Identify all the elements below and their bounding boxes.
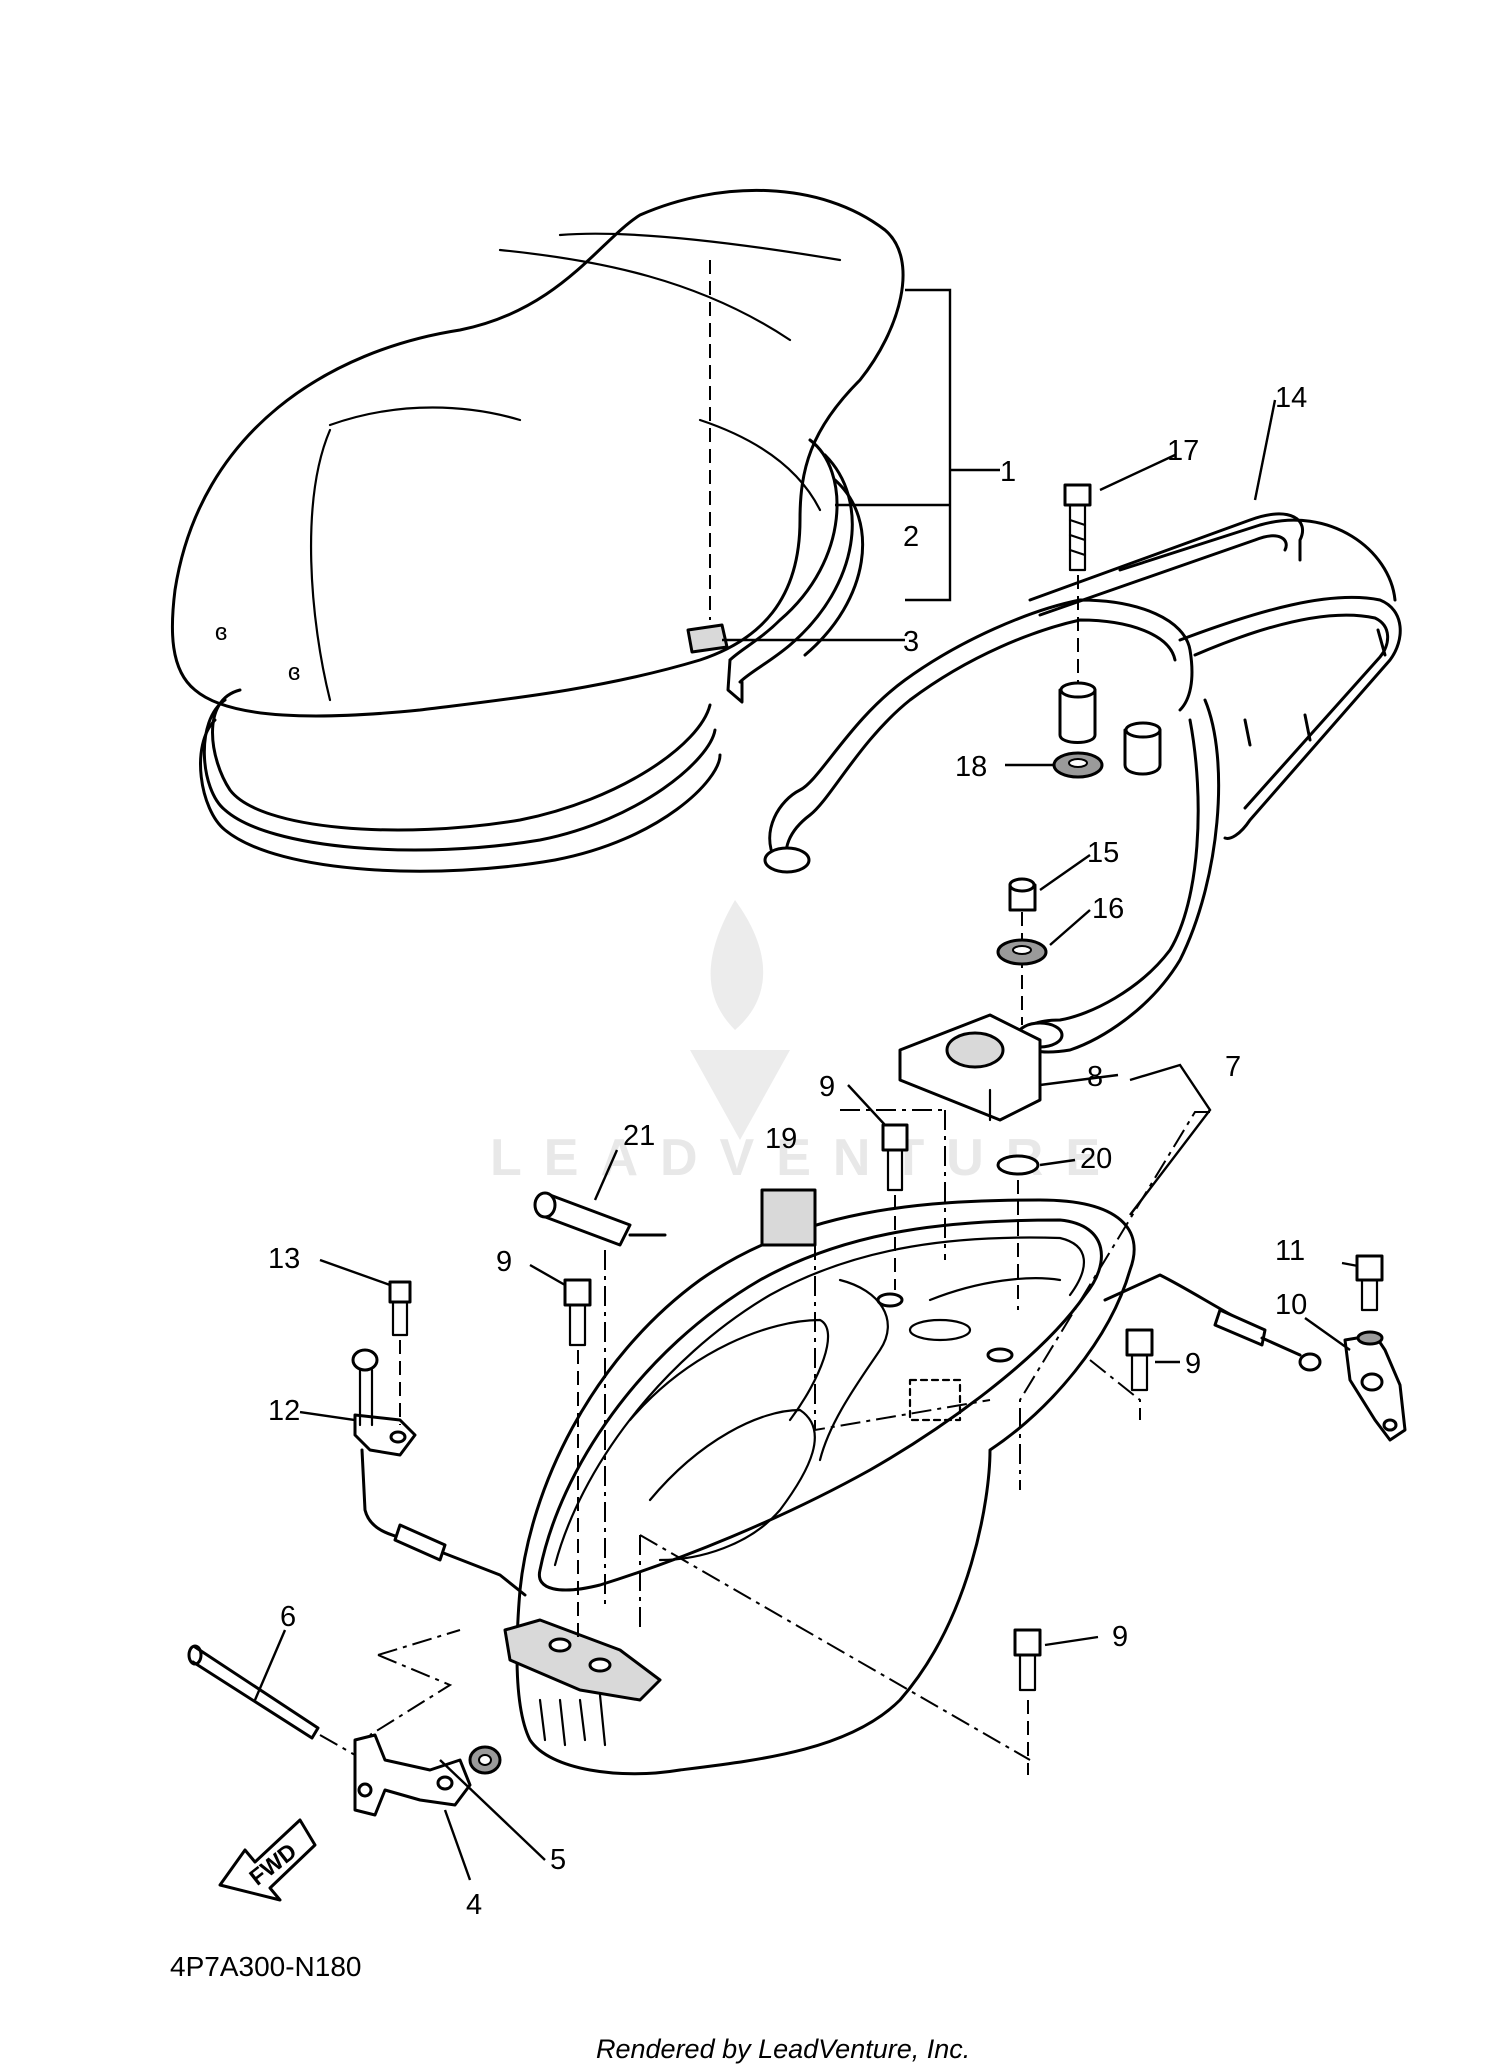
svg-text:ɞ: ɞ <box>215 619 227 646</box>
callout-6: 6 <box>280 1601 296 1633</box>
callout-10: 10 <box>1275 1289 1307 1321</box>
rear-carrier <box>763 512 1402 1054</box>
fwd-arrow: FWD <box>218 1818 317 1902</box>
part-6-pin <box>187 1644 320 1740</box>
callout-9-left: 9 <box>496 1246 512 1278</box>
callout-9-bottom: 9 <box>1112 1621 1128 1653</box>
part-8-cover <box>898 1013 1042 1122</box>
callout-4: 4 <box>466 1889 482 1921</box>
part-19-label <box>760 1188 817 1247</box>
callout-16: 16 <box>1092 893 1124 925</box>
callout-9-right: 9 <box>1185 1348 1201 1380</box>
callout-15: 15 <box>1087 837 1119 869</box>
callout-21: 21 <box>623 1120 655 1152</box>
leadventure-watermark: LEADVENTURE <box>490 900 1122 1187</box>
part-15-bolt <box>1008 877 1037 912</box>
leader-lines <box>253 288 1359 1881</box>
part-10-bracket <box>1343 1333 1407 1442</box>
svg-text:ɞ: ɞ <box>288 659 300 686</box>
watermark-text: LEADVENTURE <box>490 1129 1122 1187</box>
part-3-pad <box>686 623 729 654</box>
part-21-tool <box>533 1191 667 1247</box>
part-17-bolt <box>1063 483 1092 572</box>
part-9-bolt-left <box>563 1278 592 1347</box>
callout-9-top: 9 <box>819 1071 835 1103</box>
part-4-bracket <box>353 1733 472 1817</box>
callout-1: 1 <box>1000 456 1016 488</box>
render-credit: Rendered by LeadVenture, Inc. <box>596 2034 970 2064</box>
callout-19: 19 <box>765 1123 797 1155</box>
callout-13: 13 <box>268 1243 300 1275</box>
callout-2: 2 <box>903 521 919 553</box>
callout-18: 18 <box>955 751 987 783</box>
part-12-seat-lock <box>351 1348 527 1597</box>
callout-labels: 1 2 3 4 5 6 7 8 9 9 9 9 10 11 12 13 14 1… <box>268 382 1307 1921</box>
part-13-bolt <box>388 1280 412 1337</box>
part-9-bolt-bottom <box>1013 1628 1042 1692</box>
callout-5: 5 <box>550 1844 566 1876</box>
storage-box <box>503 1198 1136 1776</box>
callout-3: 3 <box>903 626 919 658</box>
callout-7: 7 <box>1225 1051 1241 1083</box>
part-9-bolt-right <box>1125 1328 1154 1392</box>
seat: ɞ ɞ <box>170 188 905 873</box>
callout-11: 11 <box>1275 1235 1305 1267</box>
part-20-cap <box>996 1154 1040 1176</box>
part-16-washer <box>996 938 1048 966</box>
seat-lock-cable <box>1103 1273 1322 1372</box>
callout-20: 20 <box>1080 1143 1112 1175</box>
part-11-bolt <box>1355 1254 1384 1346</box>
diagram-code: 4P7A300-N180 <box>170 1951 361 1982</box>
part-collar <box>1058 681 1097 744</box>
part-18-washer <box>1052 751 1104 779</box>
part-damper <box>1123 721 1162 776</box>
callout-12: 12 <box>268 1395 300 1427</box>
callout-17: 17 <box>1167 435 1199 467</box>
part-9-bolt-top <box>881 1123 909 1192</box>
callout-14: 14 <box>1275 382 1307 414</box>
part-5-collar <box>468 1745 502 1775</box>
callout-8: 8 <box>1087 1061 1103 1093</box>
